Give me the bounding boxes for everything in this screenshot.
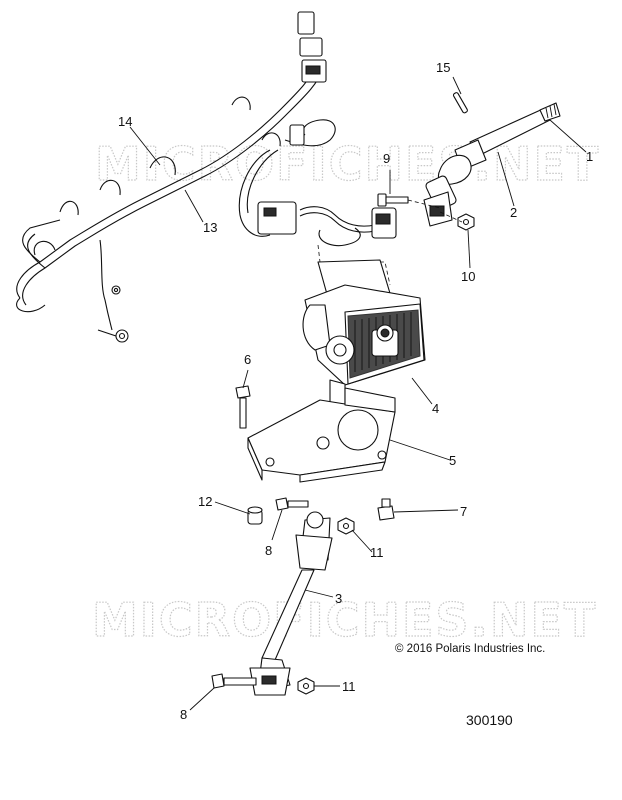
- callout-11-upper: 11: [370, 545, 384, 560]
- callout-6: 6: [244, 352, 251, 367]
- callout-2: 2: [510, 205, 517, 220]
- callouts: 1 2 3 4 5 6 7 8 8 9 10 11 11 12 13 14 15: [118, 60, 593, 722]
- bolt-6: [235, 385, 251, 429]
- fastener-7: [377, 498, 395, 521]
- callout-1: 1: [586, 149, 593, 164]
- callout-14: 14: [118, 114, 132, 129]
- callout-9: 9: [383, 151, 390, 166]
- callout-15: 15: [436, 60, 450, 75]
- bolt-8-lower: [211, 673, 257, 689]
- eps-unit: [302, 259, 426, 411]
- callout-3: 3: [335, 591, 342, 606]
- nut-11-upper: [337, 517, 355, 535]
- watermark-bottom: MICROFICHES.NET: [92, 593, 597, 647]
- callout-4: 4: [432, 401, 439, 416]
- mounting-bracket: [247, 387, 396, 483]
- callout-11-lower: 11: [342, 679, 356, 694]
- upper-steering-shaft: [423, 102, 561, 227]
- callout-8-upper: 8: [265, 543, 272, 558]
- nut-12: [247, 506, 263, 525]
- callout-13: 13: [203, 220, 217, 235]
- callout-8-lower: 8: [180, 707, 187, 722]
- lower-intermediate-shaft: [249, 511, 333, 696]
- nut-11-lower: [297, 677, 315, 695]
- leader-lines: [129, 76, 587, 711]
- copyright-notice: © 2016 Polaris Industries Inc.: [395, 643, 545, 655]
- drawing-number: 300190: [466, 712, 513, 728]
- nut-10: [457, 213, 475, 231]
- callout-12: 12: [198, 494, 212, 509]
- bolt-8-upper: [275, 497, 309, 511]
- watermark-top: MICROFICHES.NET: [95, 137, 600, 191]
- wire-harness: [16, 11, 397, 343]
- bolt-9: [377, 193, 409, 207]
- callout-7: 7: [460, 504, 467, 519]
- roll-pin: [452, 92, 468, 114]
- callout-10: 10: [461, 269, 475, 284]
- callout-5: 5: [449, 453, 456, 468]
